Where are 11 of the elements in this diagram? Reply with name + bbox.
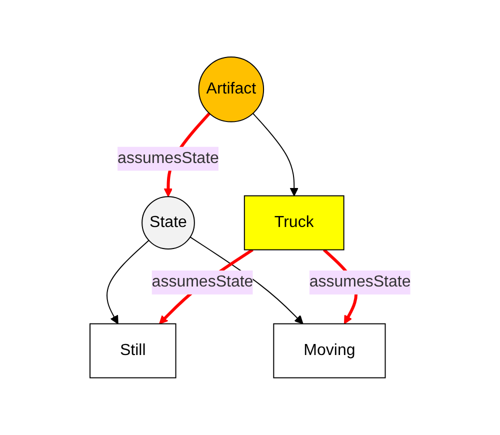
node-box: Truck — [244, 195, 344, 250]
edge-label: assumesState — [308, 274, 410, 291]
node-circle: State — [141, 196, 195, 250]
node-box: Moving — [272, 323, 386, 378]
edge-label: assumesState — [151, 274, 253, 291]
node-box: Still — [89, 323, 176, 378]
node-circle: Artifact — [198, 56, 264, 122]
arrow — [106, 240, 149, 324]
arrow — [252, 113, 298, 196]
arrow — [189, 236, 303, 324]
edge-label: assumesState — [117, 150, 219, 167]
